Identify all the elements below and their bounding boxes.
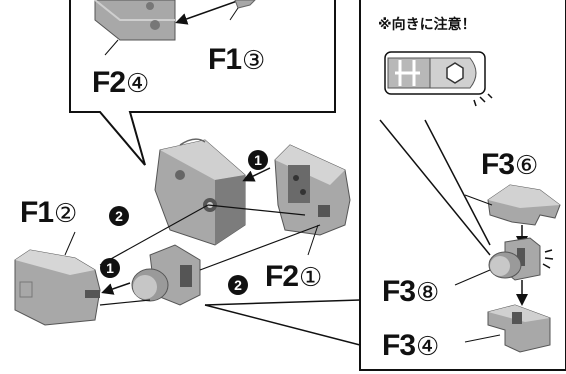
label-f3-4-name: F3 — [382, 329, 416, 362]
arrow-step2-bottom2 — [99, 299, 151, 306]
label-f3-8-num: ⑧ — [416, 277, 439, 307]
part-f3-6-shape — [487, 184, 561, 226]
label-f3-8: F3⑧ — [382, 275, 439, 308]
label-f1-3-name: F1 — [208, 43, 242, 76]
label-f2-4-num: ④ — [126, 68, 149, 98]
part-f1-2-shape — [14, 249, 101, 326]
part-f3-4-shape — [487, 304, 551, 353]
label-f1-3-num: ③ — [242, 45, 265, 75]
label-f3-6-num: ⑥ — [515, 150, 538, 180]
label-f3-8-name: F3 — [382, 275, 416, 308]
arrow-step2-top — [207, 204, 306, 216]
label-f3-4-num: ④ — [416, 331, 439, 361]
label-f2-4: F2④ — [92, 66, 149, 99]
arrow-step1-bottom — [101, 282, 131, 295]
part-f1-3-shape — [234, 0, 256, 9]
step-marker-2-bottom: 2 — [228, 275, 248, 295]
label-f2-4-name: F2 — [92, 66, 126, 99]
label-f3-6-name: F3 — [481, 148, 515, 181]
arrow-bubble — [175, 0, 241, 25]
label-f2-1: F2① — [265, 260, 322, 293]
label-f2-1-num: ① — [299, 262, 322, 292]
label-f1-2-name: F1 — [20, 196, 54, 229]
label-f2-1-name: F2 — [265, 260, 299, 293]
label-f1-3: F1③ — [208, 43, 265, 76]
label-f3-4: F3④ — [382, 329, 439, 362]
label-f1-2: F1② — [20, 196, 77, 229]
step-marker-1-top: 1 — [248, 150, 268, 170]
guide-line-1 — [204, 304, 361, 346]
part-joint-shape — [131, 244, 201, 306]
guide-line-2 — [204, 299, 361, 306]
label-f3-6: F3⑥ — [481, 148, 538, 181]
orientation-notice: ※向きに注意！ — [378, 16, 476, 32]
guide-line-3 — [379, 119, 491, 256]
guide-line-4 — [424, 119, 491, 246]
step-marker-1-bottom: 1 — [100, 258, 120, 278]
part-f3-8-shape — [488, 237, 554, 281]
arrow-step2-left — [99, 204, 209, 266]
part-f2-1-shape — [274, 144, 351, 236]
inset-detail-shape — [384, 51, 493, 107]
callout-bubble-left — [69, 0, 336, 166]
step-marker-2-left: 2 — [109, 206, 129, 226]
label-f1-2-num: ② — [54, 198, 77, 228]
part-f2-4-shape — [94, 0, 176, 41]
part-center-block-shape — [154, 138, 246, 246]
arrow-step1-top — [242, 167, 271, 182]
arrow-step2-bottom — [199, 224, 321, 271]
